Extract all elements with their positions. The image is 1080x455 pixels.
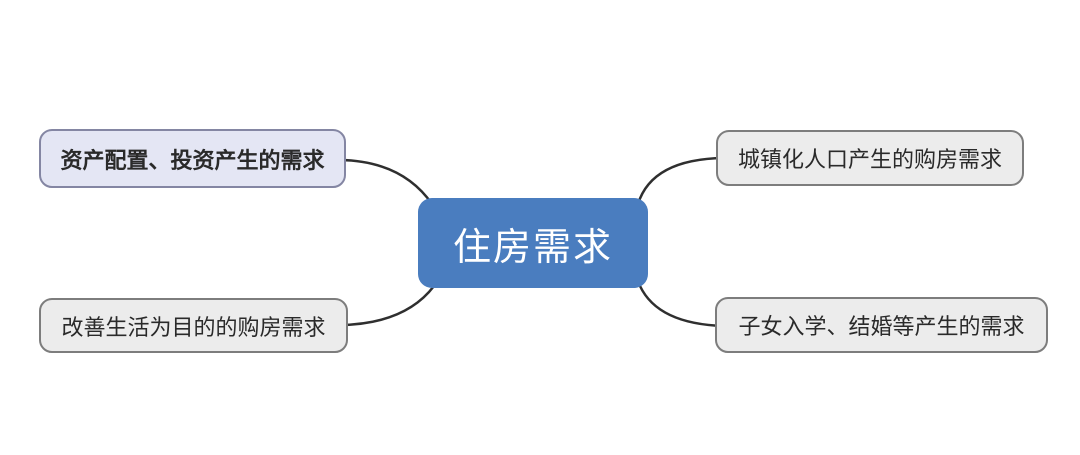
connector-top-right [636, 156, 726, 206]
branch-node-improve-living[interactable]: 改善生活为目的的购房需求 [39, 298, 348, 353]
branch-node-asset-allocation-investment[interactable]: 资产配置、投资产生的需求 [39, 129, 346, 188]
center-node-label: 住房需求 [452, 226, 613, 269]
branch-node-urbanization-population[interactable]: 城镇化人口产生的购房需求 [716, 130, 1024, 186]
branch-node-label: 资产配置、投资产生的需求 [60, 147, 325, 173]
branch-node-label: 城镇化人口产生的购房需求 [737, 147, 1002, 172]
connector-bottom-left [338, 284, 436, 327]
branch-node-label: 改善生活为目的的购房需求 [61, 314, 326, 340]
branch-node-children-school-marriage[interactable]: 子女入学、结婚等产生的需求 [715, 297, 1048, 353]
connector-top-left [338, 158, 434, 206]
connector-bottom-right [638, 284, 726, 328]
branch-node-label: 子女入学、结婚等产生的需求 [738, 314, 1025, 339]
center-node-housing-demand[interactable]: 住房需求 [418, 198, 648, 288]
